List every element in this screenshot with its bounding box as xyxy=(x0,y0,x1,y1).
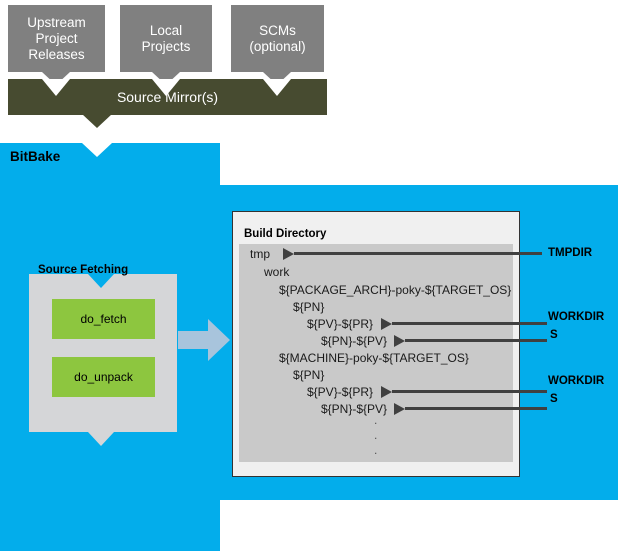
annotation-line-tmpdir xyxy=(294,252,542,255)
tree-ellipsis-dot-3: . xyxy=(374,443,378,457)
annotation-line-s-1 xyxy=(405,339,547,342)
source-box-scms-optional: SCMs (optional) xyxy=(231,5,324,72)
annotation-arrowhead-tmpdir xyxy=(283,248,294,260)
bitbake-region-notch xyxy=(82,143,112,157)
tree-line-package-arch: ${PACKAGE_ARCH}-poky-${TARGET_OS} xyxy=(279,283,512,297)
tree-line-pn-pv-2: ${PN}-${PV} xyxy=(321,402,388,416)
annotation-arrowhead-s-1 xyxy=(394,335,405,347)
tree-line-pn-1: ${PN} xyxy=(293,300,325,314)
annotation-label-s-2: S xyxy=(550,393,558,405)
source-box-local-projects: Local Projects xyxy=(120,5,212,72)
source-box-label: Upstream Project Releases xyxy=(27,14,86,62)
flow-arrow-right-icon xyxy=(178,319,230,361)
annotation-label-tmpdir: TMPDIR xyxy=(548,247,593,259)
task-label: do_unpack xyxy=(74,370,133,384)
tree-line-work: work xyxy=(264,265,290,279)
task-box-do-unpack[interactable]: do_unpack xyxy=(52,357,155,397)
tree-line-tmp: tmp xyxy=(250,247,271,261)
source-fetching-panel xyxy=(29,274,177,432)
source-fetching-title: Source Fetching xyxy=(38,264,129,276)
bitbake-label: BitBake xyxy=(10,149,61,164)
tree-line-pn-pv-1: ${PN}-${PV} xyxy=(321,334,388,348)
tree-ellipsis-dot-1: . xyxy=(374,413,378,427)
annotation-line-workdir-1 xyxy=(392,322,547,325)
annotation-label-workdir-1: WORKDIR xyxy=(548,311,605,323)
annotation-line-workdir-2 xyxy=(392,390,547,393)
bitbake-region-lower xyxy=(0,500,220,551)
mirror-notch-2 xyxy=(152,79,180,96)
build-directory-tree-box xyxy=(239,244,513,462)
tree-line-pn-2: ${PN} xyxy=(293,368,325,382)
source-fetching-notch-top xyxy=(88,274,114,288)
annotation-line-s-2 xyxy=(405,407,547,410)
annotation-label-s-1: S xyxy=(550,329,558,341)
annotation-label-workdir-2: WORKDIR xyxy=(548,375,605,387)
source-box-label: Local Projects xyxy=(141,22,191,54)
tree-ellipsis-dot-2: . xyxy=(374,428,378,442)
mirror-notch-1 xyxy=(42,79,70,96)
tree-line-pv-pr-1: ${PV}-${PR} xyxy=(307,317,374,331)
annotation-arrowhead-workdir-2 xyxy=(381,386,392,398)
tree-line-machine: ${MACHINE}-poky-${TARGET_OS} xyxy=(279,351,469,365)
task-box-do-fetch[interactable]: do_fetch xyxy=(52,299,155,339)
mirror-down-arrow xyxy=(82,114,112,128)
source-mirror-label: Source Mirror(s) xyxy=(116,89,219,105)
source-box-label: SCMs (optional) xyxy=(249,22,306,54)
task-label: do_fetch xyxy=(80,312,127,326)
build-directory-title: Build Directory xyxy=(244,228,327,240)
annotation-arrowhead-workdir-1 xyxy=(381,318,392,330)
source-fetching-notch-bottom xyxy=(88,432,114,446)
mirror-notch-3 xyxy=(263,79,291,96)
tree-line-pv-pr-2: ${PV}-${PR} xyxy=(307,385,374,399)
source-box-upstream-project-releases: Upstream Project Releases xyxy=(8,5,105,72)
annotation-arrowhead-s-2 xyxy=(394,403,405,415)
